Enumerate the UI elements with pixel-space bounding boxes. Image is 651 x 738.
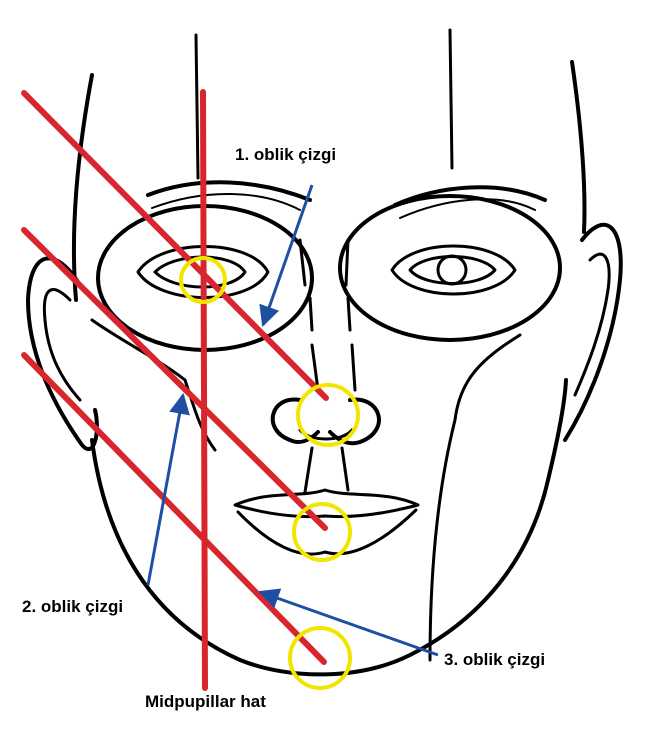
jaw-outline [90, 378, 568, 677]
guide-lines [21, 89, 329, 691]
chin-marker [288, 626, 352, 690]
right-iris [436, 254, 468, 286]
nose-bridge-left [298, 238, 320, 392]
arrows [146, 184, 439, 657]
left-eye-outer [136, 245, 270, 299]
arrow-oblique-3 [258, 588, 439, 657]
right-eyebrow-lower [399, 198, 536, 219]
arrow-oblique-1 [259, 184, 314, 327]
label-midpupillary: Midpupillar hat [145, 692, 266, 711]
left-eyebrow-lower [151, 192, 301, 211]
right-eye-inner [408, 255, 497, 285]
left-eyebrow [146, 180, 312, 202]
hair-line-left [194, 33, 200, 180]
pupil-marker [179, 256, 227, 304]
labels: 1. oblik çizgi 2. oblik çizgi 3. oblik ç… [22, 145, 545, 711]
left-ear-inner [42, 288, 82, 402]
philtrum [303, 446, 350, 494]
right-ear [563, 222, 623, 442]
hair-line-right [448, 28, 454, 170]
nose-tip [270, 397, 381, 446]
arrow-oblique-2 [146, 392, 190, 586]
label-oblique-3: 3. oblik çizgi [444, 650, 545, 669]
mouth-corner-marker [292, 502, 352, 562]
label-oblique-2: 2. oblik çizgi [22, 597, 123, 616]
lower-lip [236, 508, 418, 556]
head-right-side [570, 60, 587, 234]
right-face-contour [428, 333, 522, 662]
head-left-side [72, 73, 94, 302]
label-oblique-1: 1. oblik çizgi [235, 145, 336, 164]
nose-bridge-right [344, 238, 357, 392]
oblique-line-2 [21, 227, 328, 531]
oblique-line-3 [21, 352, 327, 665]
left-ear [26, 256, 99, 451]
face-outline [26, 28, 623, 677]
oblique-line-1 [21, 90, 329, 401]
nasal-ala-marker [296, 383, 360, 447]
midpupillary-line [200, 89, 208, 691]
markers [179, 256, 360, 690]
right-eye-outer [390, 244, 517, 296]
right-ear-inner [573, 252, 611, 397]
right-eye-socket [338, 194, 562, 342]
